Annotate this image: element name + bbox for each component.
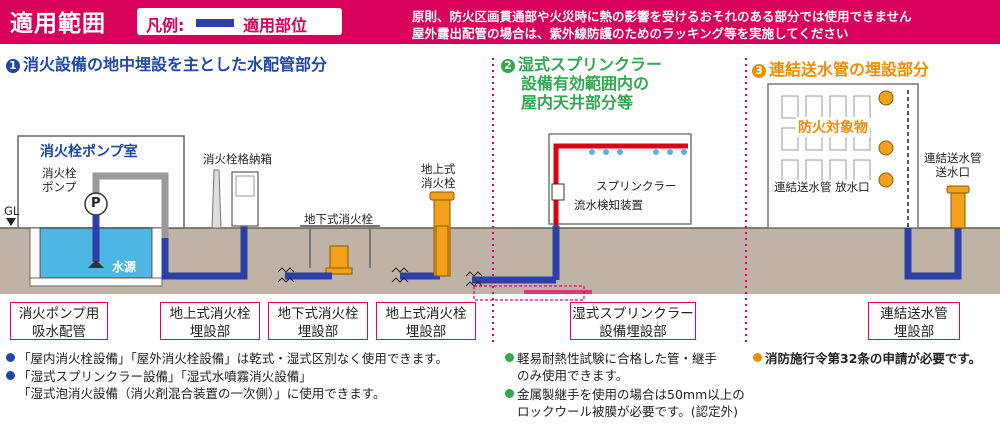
label-box-underground-hydrant: 地下式消火栓埋設部 bbox=[268, 302, 368, 340]
label-box-sprinkler: 湿式スプリンクラー設備埋設部 bbox=[570, 302, 696, 340]
buried-pipe-1 bbox=[161, 198, 248, 280]
legend-text: 適用部位 bbox=[243, 16, 308, 35]
label-box-above-hydrant-1: 地上式消火栓埋設部 bbox=[160, 302, 260, 340]
section2-number: 2 bbox=[501, 59, 515, 73]
sprinkler-heads bbox=[589, 149, 687, 155]
hydrant-box-label: 消火栓格納箱 bbox=[203, 152, 272, 166]
label-box-suction: 消火ポンプ用吸水配管 bbox=[10, 302, 108, 340]
inlet-pillar bbox=[950, 189, 966, 229]
footnote-s1-3: 「湿式泡消火設備（消火剤混合装置の一次側）」に使用できます。 bbox=[18, 386, 386, 401]
footnote-s3-1: 消防施行令第32条の申請が必要です。 bbox=[753, 348, 981, 367]
outlet-label: 連結送水管 放水口 bbox=[772, 180, 872, 195]
section2-title-line1: 湿式スプリンクラー bbox=[518, 55, 663, 74]
footnote-s1-1: 「屋内消火栓設備」「屋外消火栓設備」は乾式・湿式区別なく使用できます。 bbox=[6, 348, 448, 367]
header-note-2: 屋外露出配管の場合は、紫外線防護のためのラッキング等を実施してください bbox=[412, 26, 849, 41]
flow-detector bbox=[551, 183, 565, 201]
footnote-s1-2: 「湿式スプリンクラー設備」「湿式水噴霧消火設備」 bbox=[6, 366, 312, 385]
footnote-s2-2: のみ使用できます。 bbox=[517, 368, 629, 383]
outlet-valves bbox=[878, 90, 894, 188]
gl-label: GL bbox=[4, 204, 20, 218]
legend-box bbox=[137, 8, 342, 35]
underground-hydrant-label: 地下式消火栓 bbox=[304, 212, 373, 226]
section3-number: 3 bbox=[752, 64, 766, 78]
page-title: 適用範囲 bbox=[10, 11, 106, 37]
sprinkler-label: スプリンクラー bbox=[596, 179, 677, 193]
fire-target-label: 防火対象物 bbox=[796, 117, 870, 137]
section1-number: 1 bbox=[6, 59, 20, 73]
water-source-label: 水源 bbox=[112, 260, 137, 274]
pump-symbol: P bbox=[91, 196, 101, 211]
section2-title-line3: 屋内天井部分等 bbox=[521, 92, 634, 112]
pump-label: 消火栓ポンプ bbox=[42, 166, 77, 195]
footnote-s2-1: 軽易耐熱性試験に合格した管・継手 bbox=[505, 348, 717, 367]
inlet-label: 連結送水管送水口 bbox=[924, 151, 982, 180]
buried-pipe-5 bbox=[904, 206, 962, 280]
label-box-standpipe: 連結送水管埋設部 bbox=[868, 302, 960, 340]
header-note-1: 原則、防火区画貫通部や火災時に熱の影響を受けるおそれのある部分では使用できません bbox=[412, 9, 912, 24]
label-box-above-hydrant-2: 地上式消火栓埋設部 bbox=[376, 302, 476, 340]
above-hydrant-label: 地上式消火栓 bbox=[421, 162, 456, 191]
section3-title-text: 連結送水管の埋設部分 bbox=[769, 60, 930, 79]
section2-title-line2: 設備有効範囲内の bbox=[521, 73, 650, 93]
footnote-s2-4: ロックウール被膜が必要です。(認定外) bbox=[517, 404, 739, 419]
pump-room-label: 消火栓ポンプ室 bbox=[40, 144, 138, 160]
legend-label: 凡例: bbox=[146, 16, 185, 35]
legend-pipe-swatch bbox=[196, 19, 234, 27]
footnote-s2-3: 金属製継手を使用の場合は50mm以上の bbox=[505, 384, 745, 403]
section1-title-text: 消火設備の地中埋設を主とした水配管部分 bbox=[23, 55, 328, 74]
flow-detector-label: 流水検知装置 bbox=[574, 198, 643, 212]
